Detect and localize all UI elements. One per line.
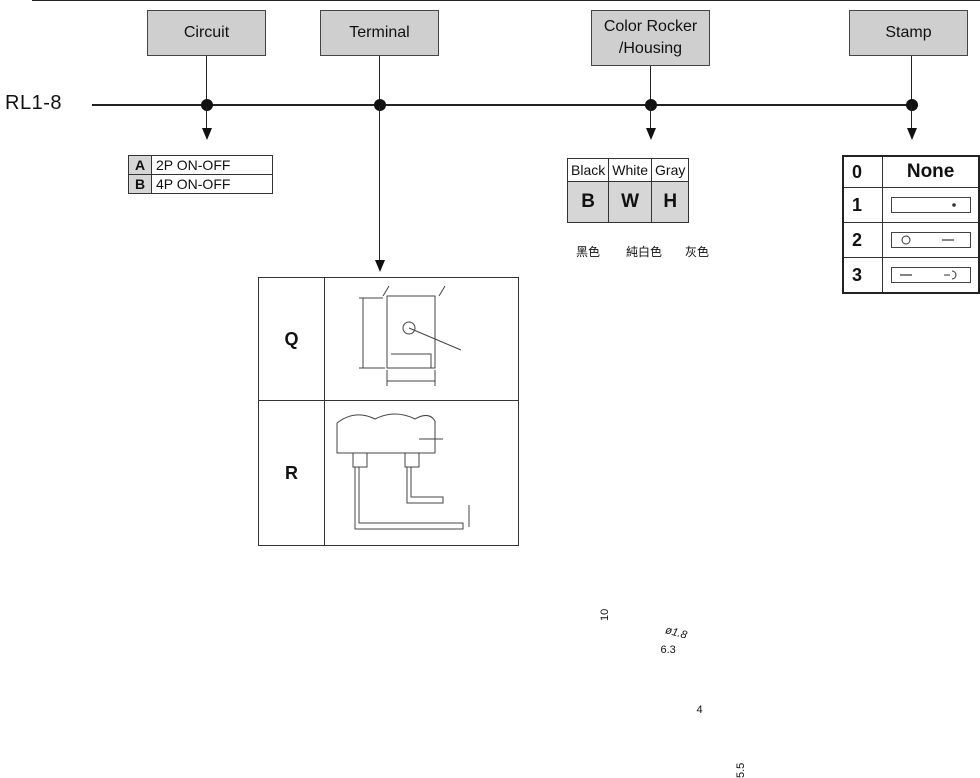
- header-color-line1: Color Rocker: [603, 18, 698, 35]
- color-name-white: White: [608, 158, 653, 182]
- connector-terminal-down: [379, 106, 380, 260]
- color-code-black: B: [566, 181, 610, 223]
- color-name-gray: Gray: [651, 158, 690, 182]
- circuit-option-row: B 4P ON-OFF: [128, 174, 273, 194]
- terminal-r-length: 5.5: [734, 762, 747, 778]
- terminal-r-pitch: 4: [696, 703, 703, 716]
- color-code-white: W: [608, 181, 653, 223]
- circuit-option-code: A: [128, 155, 152, 175]
- color-code-gray: H: [651, 181, 690, 223]
- color-code-row: B W H: [566, 181, 690, 223]
- stamp-option-row: 2: [842, 222, 980, 258]
- main-connector-line: [92, 104, 914, 106]
- terminal-option-row: Q 10 ø1.8 6.3: [258, 277, 688, 656]
- stamp-option-code: 0: [842, 155, 884, 188]
- stamp-dot-right-icon: [890, 196, 971, 213]
- stamp-option-row: 0 None: [842, 155, 980, 188]
- connector-stamp-top: [911, 56, 912, 104]
- color-cjk-white: 純白色: [626, 245, 663, 259]
- arrow-circuit-icon: [202, 128, 212, 140]
- connector-circuit-top: [206, 56, 207, 104]
- circuit-option-code: B: [128, 174, 152, 194]
- circuit-option-row: A 2P ON-OFF: [128, 155, 273, 175]
- header-circuit: Circuit: [147, 10, 266, 56]
- connector-circuit-down: [206, 106, 207, 128]
- header-color-rocker-housing: Color Rocker /Housing: [591, 10, 710, 66]
- stamp-option-code: 2: [842, 222, 884, 258]
- header-circuit-label: Circuit: [183, 24, 230, 41]
- connector-terminal-top: [379, 56, 380, 104]
- circuit-option-label: 4P ON-OFF: [151, 174, 273, 194]
- terminal-option-code: R: [258, 400, 325, 546]
- terminal-q-drawing: [359, 285, 462, 386]
- model-label: RL1-8: [5, 92, 62, 114]
- header-stamp-label: Stamp: [885, 24, 932, 41]
- color-name-black: Black: [566, 158, 610, 182]
- stamp-option-none: None: [882, 155, 980, 188]
- circuit-option-label: 2P ON-OFF: [151, 155, 273, 175]
- connector-stamp-down: [911, 106, 912, 128]
- color-name-row: Black White Gray: [566, 158, 690, 182]
- terminal-option-row: R 4 5.5: [258, 400, 747, 778]
- terminal-q-hole: ø1.8: [663, 623, 688, 642]
- junction-dot-circuit: [201, 99, 213, 111]
- header-stamp: Stamp: [849, 10, 968, 56]
- terminal-option-code: Q: [258, 277, 325, 401]
- color-cjk-gray: 灰色: [685, 245, 710, 259]
- stamp-option-code: 1: [842, 187, 884, 223]
- terminal-q-width: 6.3: [660, 643, 676, 656]
- terminal-options-table: Q 10 ø1.8 6.3: [258, 277, 747, 778]
- terminal-r-drawing: [336, 413, 470, 530]
- header-color-line2: /Housing: [618, 40, 683, 57]
- junction-dot-terminal: [374, 99, 386, 111]
- stamp-option-row: 1: [842, 187, 980, 223]
- arrow-color-icon: [646, 128, 656, 140]
- header-terminal: Terminal: [320, 10, 439, 56]
- color-options-table: Black White Gray B W H: [566, 158, 690, 223]
- arrow-stamp-icon: [907, 128, 917, 140]
- terminal-q-height: 10: [598, 608, 611, 621]
- connector-color-top: [650, 66, 651, 104]
- header-terminal-label: Terminal: [349, 24, 410, 41]
- circuit-options-table: A 2P ON-OFF B 4P ON-OFF: [128, 155, 273, 194]
- color-cjk-black: 黑色: [576, 245, 601, 259]
- top-rule: [32, 0, 980, 1]
- stamp-dash-circle-tail-icon: [890, 266, 971, 283]
- stamp-circle-dash-icon: [890, 231, 971, 248]
- junction-dot-color: [645, 99, 657, 111]
- stamp-option-row: 3: [842, 257, 980, 294]
- connector-color-down: [650, 106, 651, 128]
- arrow-terminal-icon: [375, 260, 385, 272]
- stamp-options-table: 0 None 1 2 3: [842, 155, 980, 294]
- junction-dot-stamp: [906, 99, 918, 111]
- stamp-option-code: 3: [842, 257, 884, 294]
